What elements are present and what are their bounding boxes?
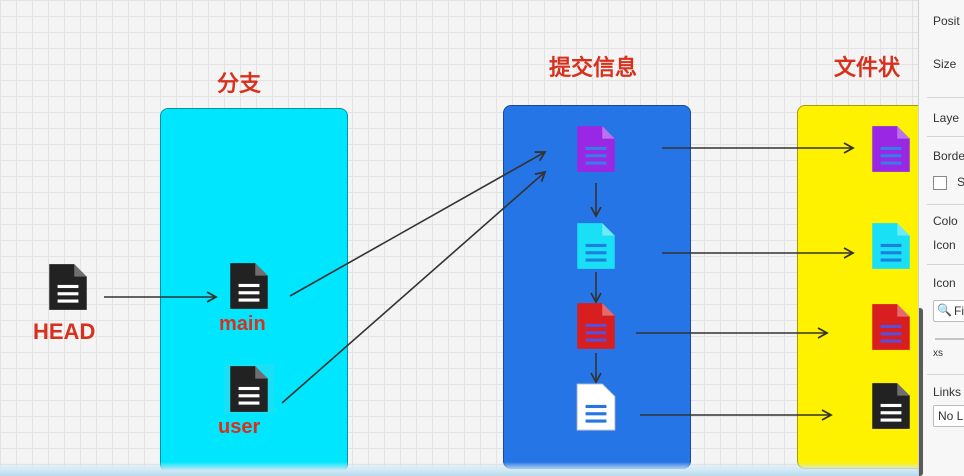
icon-search-input[interactable]: 🔍 Fi: [933, 300, 964, 322]
color-label: Colo: [933, 214, 958, 228]
border-checkbox-label: S: [957, 175, 964, 189]
layer-label: Laye: [933, 111, 960, 125]
panel-divider: [927, 136, 964, 137]
heading-branch: 分支: [217, 72, 262, 97]
commit-2-icon[interactable]: [575, 221, 617, 271]
panel-divider: [927, 97, 964, 98]
main-label: main: [219, 313, 266, 335]
search-icon: 🔍: [937, 303, 952, 317]
head-file-icon[interactable]: [46, 262, 90, 312]
heading-commit: 提交信息: [549, 56, 638, 81]
panel-scrollbar[interactable]: [919, 308, 923, 476]
bottom-wave-decoration: [0, 462, 918, 476]
user-file-icon[interactable]: [224, 364, 274, 414]
file-status-2-icon[interactable]: [870, 221, 912, 271]
position-label: Posit: [933, 14, 960, 28]
commit-4-icon[interactable]: [575, 382, 617, 432]
heading-file-status: 文件状: [834, 56, 901, 81]
links-label: Links: [933, 385, 962, 399]
user-label: user: [218, 416, 261, 438]
connector-arrows: [104, 142, 855, 421]
icon-color-label: Icon: [933, 238, 956, 252]
icon-search-value: Fi: [954, 304, 964, 318]
size-label: Size: [933, 57, 957, 71]
main-file-icon[interactable]: [227, 261, 271, 311]
format-panel: Posit Size Laye Borde S Colo Icon Icon 🔍…: [918, 0, 964, 476]
file-status-4-icon[interactable]: [870, 381, 912, 431]
icon-size-slider[interactable]: [935, 338, 964, 340]
border-checkbox[interactable]: [933, 176, 947, 190]
diagram-canvas[interactable]: 分支 提交信息 文件状 HEAD main user: [0, 0, 918, 476]
icon-size-xs-label: xs: [933, 348, 943, 359]
links-select-value: No L: [938, 409, 964, 423]
panel-divider: [927, 374, 964, 375]
file-status-3-icon[interactable]: [870, 302, 912, 352]
links-select[interactable]: No L: [933, 405, 964, 427]
panel-divider: [927, 264, 964, 265]
file-status-1-icon[interactable]: [870, 124, 912, 174]
commit-3-icon[interactable]: [575, 301, 617, 351]
icon-label: Icon: [933, 276, 956, 290]
head-label: HEAD: [33, 319, 96, 344]
commit-1-icon[interactable]: [575, 124, 617, 174]
border-label: Borde: [933, 149, 964, 163]
panel-divider: [927, 204, 964, 205]
